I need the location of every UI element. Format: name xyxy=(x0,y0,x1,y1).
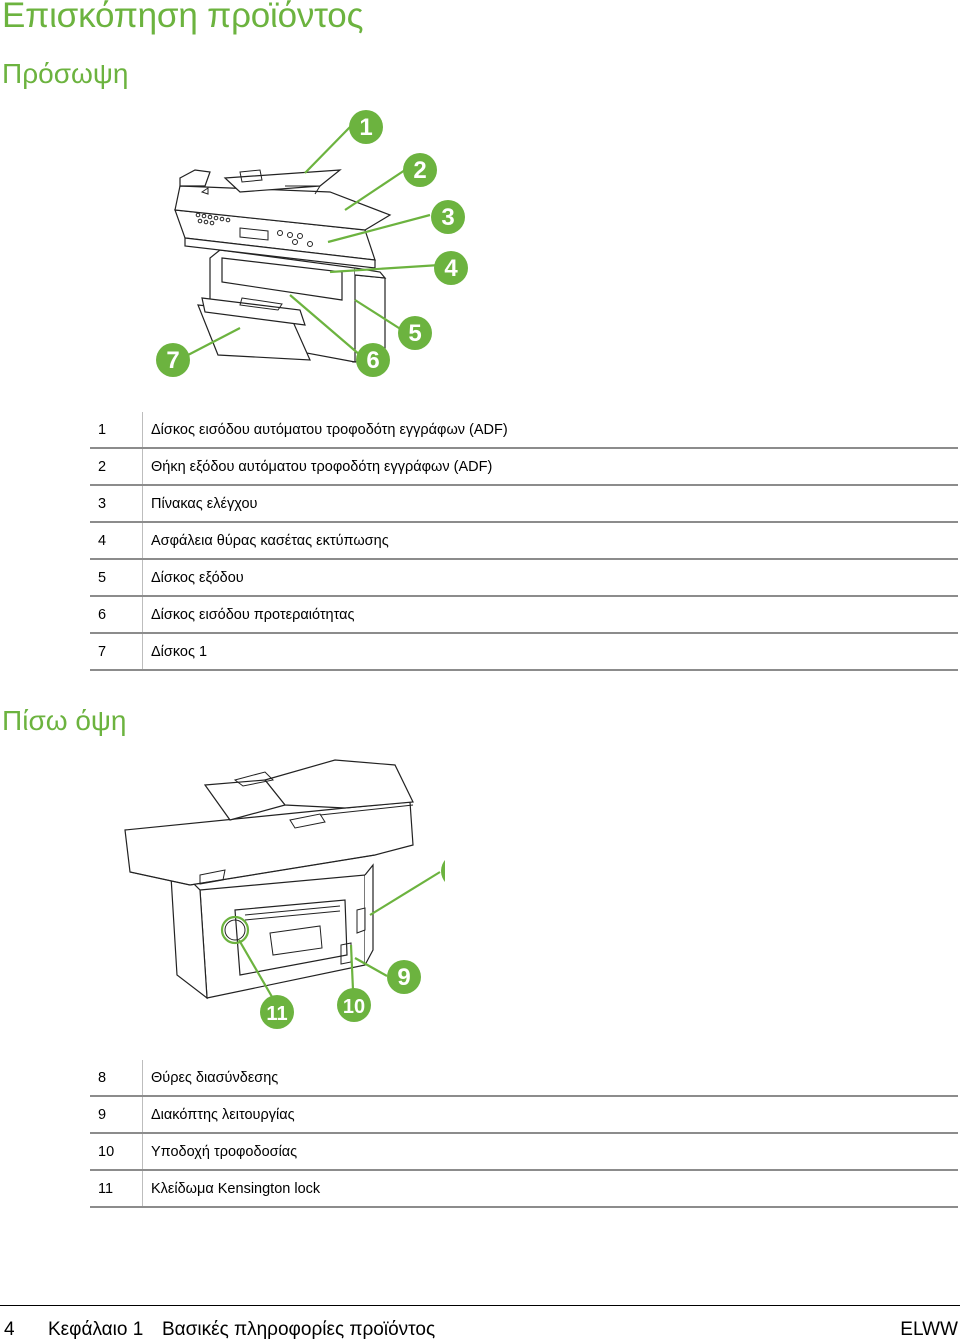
callout-number: 8 xyxy=(90,1060,143,1097)
front-view-figure: 1 2 3 4 5 6 7 xyxy=(156,110,468,377)
callout-label: Θήκη εξόδου αυτόματου τροφοδότη εγγράφων… xyxy=(142,448,958,486)
front-view-heading: Πρόσωψη xyxy=(2,58,129,89)
back-view-figure: 8 9 10 11 xyxy=(124,759,445,1029)
chapter-label: Κεφάλαιο 1 xyxy=(48,1319,144,1340)
callout-label: Δίσκος 1 xyxy=(142,633,958,671)
callout-marker-1: 1 xyxy=(349,110,383,144)
callout-label: Δίσκος εξόδου xyxy=(142,559,958,597)
back-callout-lines xyxy=(220,871,441,1003)
callout-number: 7 xyxy=(90,633,143,671)
callout-label: Δίσκος εισόδου αυτόματου τροφοδότη εγγρά… xyxy=(142,412,958,449)
callout-number: 6 xyxy=(90,596,143,634)
svg-text:4: 4 xyxy=(444,255,458,282)
callout-label: Κλείδωμα Kensington lock xyxy=(142,1170,958,1208)
svg-text:9: 9 xyxy=(397,964,410,991)
callout-marker-4: 4 xyxy=(434,251,468,285)
callout-number: 10 xyxy=(90,1133,143,1171)
callout-label: Ασφάλεια θύρας κασέτας εκτύπωσης xyxy=(142,522,958,560)
callout-number: 9 xyxy=(90,1096,143,1134)
svg-text:11: 11 xyxy=(266,1003,287,1025)
callout-label: Δίσκος εισόδου προτεραιότητας xyxy=(142,596,958,634)
callout-marker-6: 6 xyxy=(356,343,390,377)
edition-label: ELWW xyxy=(900,1319,958,1340)
callout-label: Διακόπτης λειτουργίας xyxy=(142,1096,958,1134)
printer-back-drawing xyxy=(124,759,414,1000)
page-title: Επισκόπηση προϊόντος xyxy=(2,0,364,35)
callout-marker-11: 11 xyxy=(260,995,294,1029)
callout-marker-8: 8 xyxy=(441,860,445,882)
page-number: 4 xyxy=(4,1319,15,1340)
callout-number: 2 xyxy=(90,448,143,486)
printer-front-drawing xyxy=(174,169,392,363)
front-callout-lines xyxy=(187,126,441,356)
callout-marker-2: 2 xyxy=(403,153,437,187)
callout-label: Θύρες διασύνδεσης xyxy=(142,1060,958,1097)
svg-text:5: 5 xyxy=(408,320,421,347)
svg-text:2: 2 xyxy=(413,157,426,184)
chapter-title: Βασικές πληροφορίες προϊόντος xyxy=(162,1319,436,1340)
svg-text:6: 6 xyxy=(366,347,379,374)
callout-marker-7: 7 xyxy=(156,343,190,377)
callout-number: 4 xyxy=(90,522,143,560)
callout-number: 3 xyxy=(90,485,143,523)
svg-text:1: 1 xyxy=(359,114,372,141)
callout-label: Υποδοχή τροφοδοσίας xyxy=(142,1133,958,1171)
back-view-heading: Πίσω όψη xyxy=(2,705,127,736)
callout-number: 5 xyxy=(90,559,143,597)
callout-marker-3: 3 xyxy=(431,200,465,234)
svg-text:3: 3 xyxy=(441,204,454,231)
callout-marker-5: 5 xyxy=(398,316,432,350)
callout-number: 1 xyxy=(90,412,143,449)
callout-marker-10: 10 xyxy=(337,988,371,1022)
page-footer: 4 Κεφάλαιο 1 Βασικές πληροφορίες προϊόντ… xyxy=(0,1305,960,1342)
svg-text:10: 10 xyxy=(343,996,365,1018)
callout-marker-9: 9 xyxy=(387,960,421,994)
svg-text:7: 7 xyxy=(166,347,179,374)
callout-number: 11 xyxy=(90,1170,143,1208)
callout-label: Πίνακας ελέγχου xyxy=(142,485,958,523)
